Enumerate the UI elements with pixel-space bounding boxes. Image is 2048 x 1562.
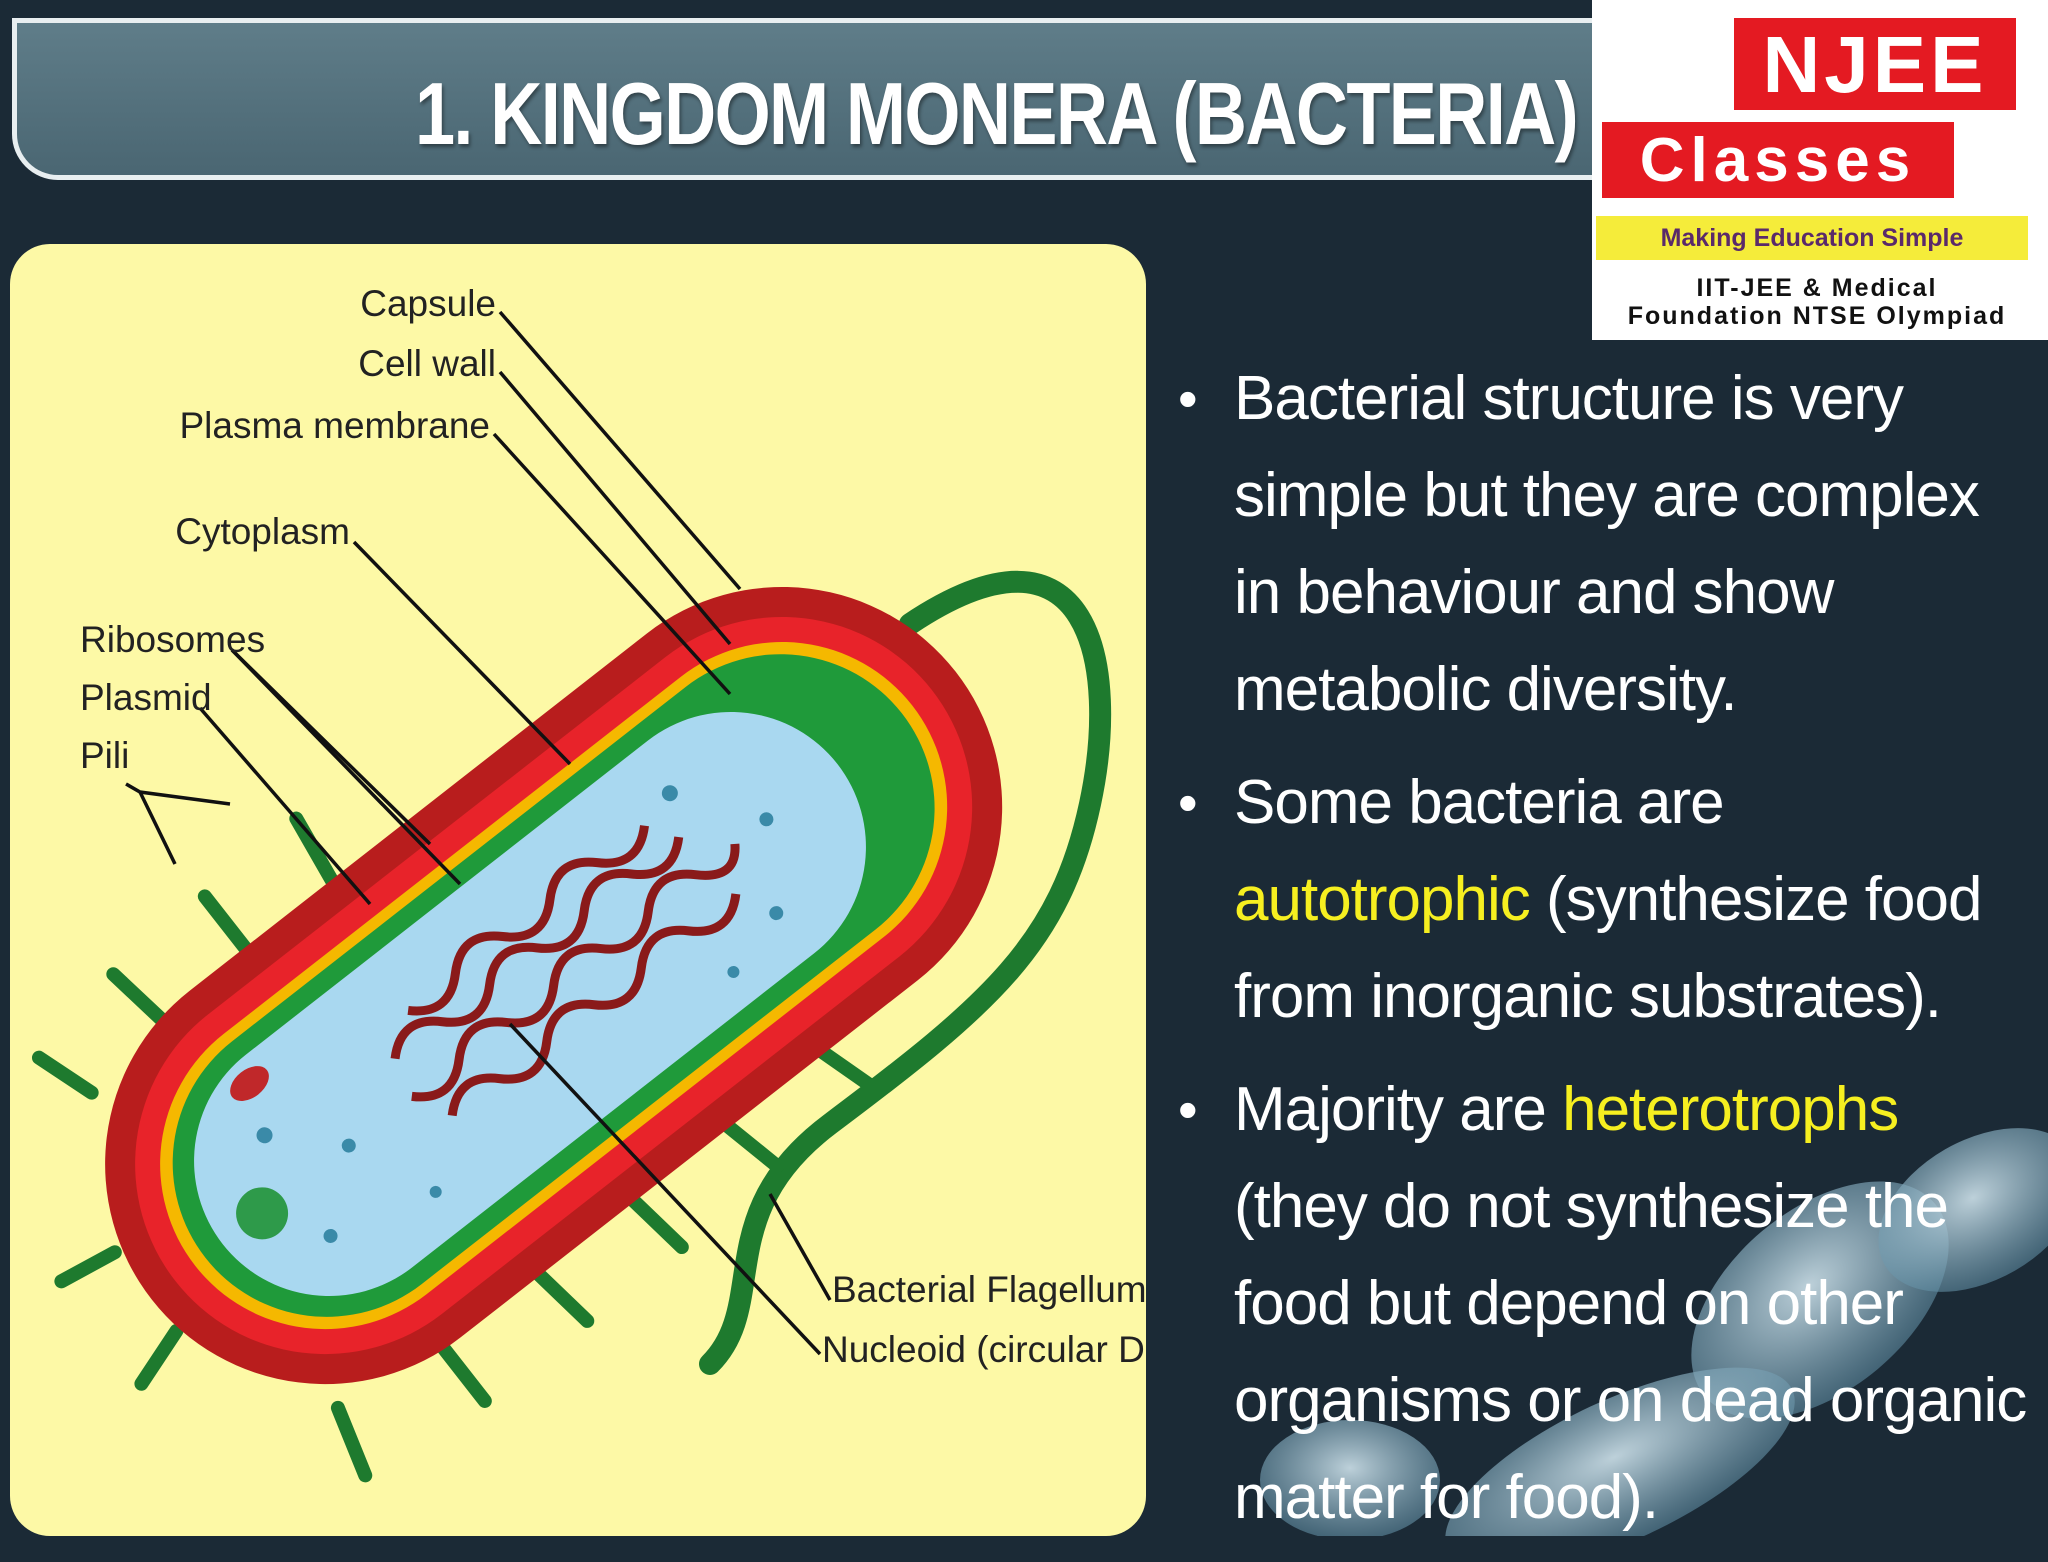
bullet-dot: •: [1178, 1078, 1198, 1141]
label-plasma-membrane: Plasma membrane: [179, 405, 490, 446]
label-cytoplasm: Cytoplasm: [175, 511, 350, 552]
bullet-text: Bacterial structure is very simple but t…: [1234, 364, 1980, 724]
logo-subtitle-2: Foundation NTSE Olympiad: [1627, 302, 2007, 330]
cytoplasm-area: [194, 712, 866, 1296]
bullet-list: • Bacterial structure is very simple but…: [1170, 350, 2030, 1562]
nucleoid-dna: [390, 824, 741, 1117]
bullet-highlight-heterotrophs: heterotrophs: [1562, 1075, 1899, 1144]
pili-group: [31, 811, 883, 1483]
bullet-text-after: (synthesize food from inorganic substrat…: [1234, 865, 1982, 1031]
label-plasmid: Plasmid: [80, 677, 212, 718]
flagellum: [699, 570, 1112, 1375]
bullet-item: • Bacterial structure is very simple but…: [1170, 350, 2030, 738]
bullet-text: Majority are: [1234, 1075, 1563, 1144]
bullet-highlight-autotrophic: autotrophic: [1234, 865, 1531, 934]
label-pili: Pili: [80, 735, 129, 776]
title-bar: 1. KINGDOM MONERA (BACTERIA): [12, 18, 1612, 180]
plasmid: [230, 1066, 269, 1102]
logo-tagline: Making Education Simple: [1596, 216, 2028, 260]
label-cell-wall: Cell wall: [358, 343, 496, 384]
inclusion-body: [236, 1187, 289, 1240]
bullet-item: • Some bacteria are autotrophic (synthes…: [1170, 754, 2030, 1045]
label-flagellum: Bacterial Flagellum: [832, 1269, 1146, 1310]
leader-lines: [125, 310, 832, 1356]
bullet-text: Some bacteria are: [1234, 768, 1725, 837]
page-title: 1. KINGDOM MONERA (BACTERIA): [414, 64, 1579, 163]
label-capsule: Capsule: [360, 283, 496, 324]
bacteria-cell-diagram: Capsule Cell wall Plasma membrane Cytopl…: [31, 283, 1146, 1483]
label-nucleoid: Nucleoid (circular DNA): [822, 1329, 1146, 1370]
logo-classes: Classes: [1602, 122, 1954, 198]
bullet-dot: •: [1178, 367, 1198, 430]
bullet-text-after: (they do not synthesize the food but dep…: [1234, 1172, 2027, 1532]
bullet-dot: •: [1178, 771, 1198, 834]
logo-subtitle-1: IIT-JEE & Medical: [1696, 274, 1938, 302]
bullet-item: • Majority are heterotrophs (they do not…: [1170, 1061, 2030, 1546]
label-ribosomes: Ribosomes: [80, 619, 265, 660]
logo-njee: NJEE: [1734, 18, 2016, 110]
brand-logo: NJEE Classes Making Education Simple IIT…: [1592, 0, 2048, 340]
ribosomes-dots: [256, 785, 784, 1243]
